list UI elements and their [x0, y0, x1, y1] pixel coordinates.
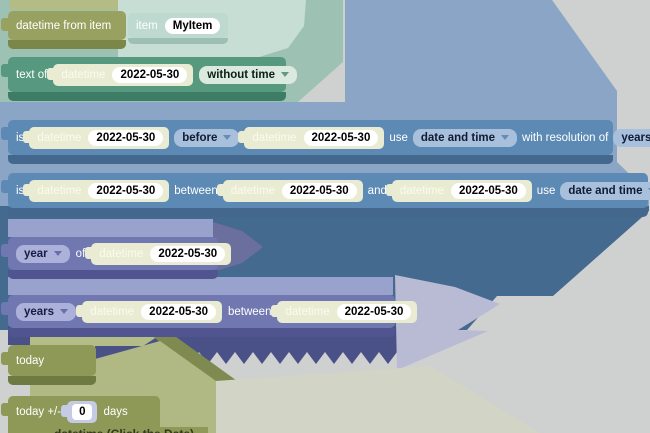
block-today[interactable]: today — [1, 345, 96, 385]
date-field[interactable]: 2022-05-30 — [112, 66, 188, 83]
block-bevel — [8, 155, 613, 164]
resolution-dropdown[interactable]: years — [613, 128, 650, 147]
block-label: datetime from item — [16, 19, 112, 32]
item-bevel — [128, 38, 229, 44]
block-label: and — [367, 184, 387, 197]
block-is-before[interactable]: is datetime 2022-05-30 before datetime 2… — [1, 120, 650, 164]
number-field[interactable]: 0 — [72, 403, 93, 420]
dropdown-arrow-icon — [280, 72, 289, 77]
datetime-label: datetime — [61, 68, 106, 81]
timepart-dropdown[interactable]: without time — [199, 65, 297, 84]
datetime-shadow-block[interactable]: datetime 2022-05-30 — [385, 179, 532, 202]
block-years-between[interactable]: years datetime 2022-05-30 between dateti… — [1, 295, 418, 337]
block-bevel — [8, 40, 126, 49]
partial-block-bottom[interactable]: datetime (Click the Date) — [8, 427, 208, 433]
date-field[interactable]: 2022-05-30 — [281, 182, 357, 199]
compare-op-dropdown[interactable]: before — [174, 128, 240, 147]
block-label: between — [228, 305, 272, 318]
use-dropdown[interactable]: date and time — [412, 128, 518, 147]
block-label: use — [389, 131, 408, 144]
block-label: use — [536, 184, 556, 197]
block-label: today +/- — [16, 405, 62, 418]
partial-block-top[interactable] — [10, 0, 118, 10]
block-label: text of — [16, 68, 48, 81]
date-field[interactable]: 2022-05-30 — [88, 129, 164, 146]
date-field[interactable]: 2022-05-30 — [150, 245, 226, 262]
block-bevel — [8, 92, 286, 101]
datetime-shadow-block[interactable]: datetime 2022-05-30 — [238, 126, 385, 149]
block-bevel — [8, 376, 96, 385]
item-name-field[interactable]: MyItem — [164, 17, 221, 34]
datetime-shadow-block[interactable]: datetime 2022-05-30 — [47, 63, 194, 86]
datetime-shadow-block[interactable]: datetime 2022-05-30 — [216, 179, 363, 202]
item-label: item — [136, 19, 158, 32]
block-label: with resolution of — [522, 131, 609, 144]
use-dropdown[interactable]: date and time — [560, 181, 650, 200]
date-field[interactable]: 2022-05-30 — [450, 182, 526, 199]
block-year-of[interactable]: year of datetime 2022-05-30 — [1, 237, 232, 279]
block-label: days — [103, 405, 128, 418]
datetime-shadow-block[interactable]: datetime 2022-05-30 — [85, 242, 232, 265]
date-field[interactable]: 2022-05-30 — [303, 129, 379, 146]
block-bevel — [8, 208, 648, 217]
item-sub-block[interactable]: item MyItem — [128, 13, 229, 44]
datetime-shadow-block[interactable]: datetime 2022-05-30 — [76, 300, 222, 323]
datetime-shadow-block[interactable]: datetime 2022-05-30 — [23, 179, 170, 202]
date-field[interactable]: 2022-05-30 — [336, 303, 412, 320]
block-label: between — [174, 184, 218, 197]
block-label: today — [16, 354, 45, 367]
date-field[interactable]: 2022-05-30 — [141, 303, 216, 320]
block-bevel — [8, 270, 218, 279]
block-bevel — [8, 328, 395, 337]
dropdown-arrow-icon — [223, 135, 232, 140]
block-today-offset[interactable]: today +/- 0 days — [1, 396, 160, 427]
block-datetime-from-item[interactable]: datetime from item item MyItem — [1, 11, 229, 49]
block-is-between[interactable]: is datetime 2022-05-30 between datetime … — [1, 173, 650, 217]
dropdown-arrow-icon — [53, 251, 62, 256]
date-unit-dropdown[interactable]: years — [16, 302, 77, 321]
date-field[interactable]: 2022-05-30 — [88, 182, 164, 199]
datetime-shadow-block[interactable]: datetime 2022-05-30 — [23, 126, 170, 149]
dropdown-arrow-icon — [60, 309, 69, 314]
dropdown-arrow-icon — [648, 188, 650, 193]
number-shadow-block[interactable]: 0 — [60, 400, 98, 423]
block-text-of-datetime[interactable]: text of datetime 2022-05-30 without time — [1, 57, 297, 101]
datetime-shadow-block[interactable]: datetime 2022-05-30 — [271, 300, 418, 323]
dropdown-arrow-icon — [501, 135, 510, 140]
block-label: of — [75, 247, 86, 260]
date-part-dropdown[interactable]: year — [16, 244, 70, 263]
